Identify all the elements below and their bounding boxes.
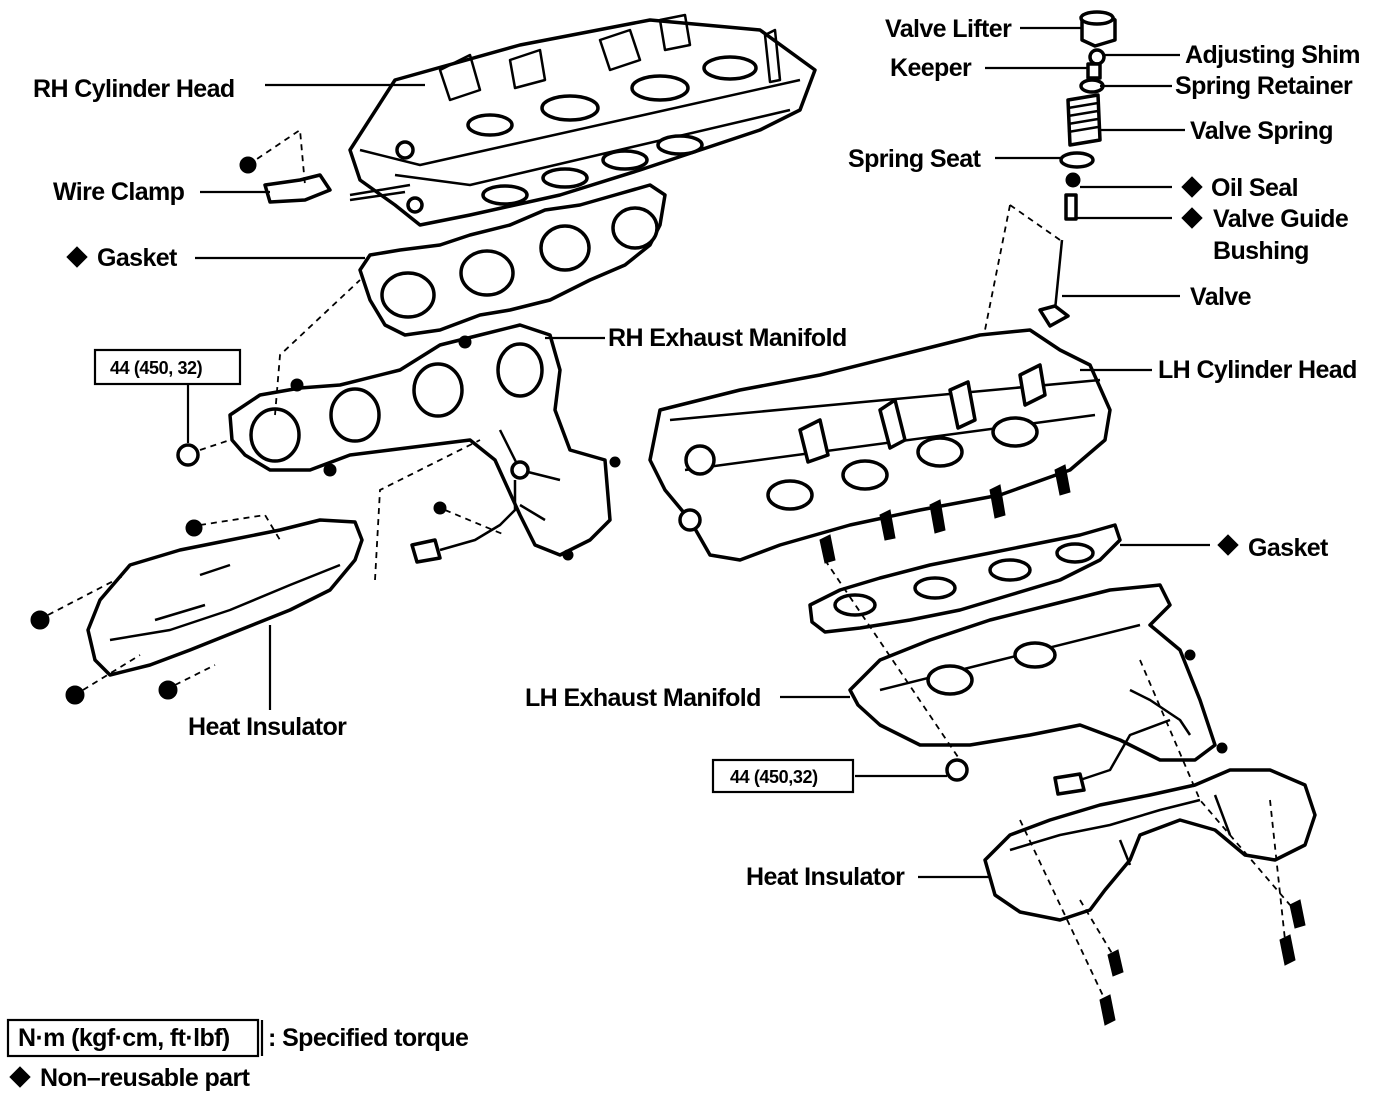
legend-torque-text: : Specified torque <box>268 1024 469 1052</box>
label-spring-seat: Spring Seat <box>848 145 982 173</box>
label-rh-cylinder-head: RH Cylinder Head <box>33 75 235 103</box>
legend: N·m (kgf·cm, ft·lbf) : Specified torque … <box>6 1018 470 1092</box>
legend-nonreusable-text: Non–reusable part <box>40 1064 251 1092</box>
label-spring-retainer: Spring Retainer <box>1175 72 1353 100</box>
diamond-icon <box>9 1066 31 1088</box>
torque-value-lh: 44 (450,32) <box>730 767 818 787</box>
diamond-icon <box>66 246 88 268</box>
valve-stack-drawing <box>984 10 1117 331</box>
label-gasket-rh: Gasket <box>97 244 178 272</box>
rh-cylinder-head-drawing <box>348 13 817 227</box>
legend-torque-box <box>6 1018 260 1058</box>
label-heat-insulator-lh: Heat Insulator <box>746 863 905 891</box>
lh-torque-nut-drawing <box>824 559 969 782</box>
label-valve-lifter: Valve Lifter <box>885 15 1012 43</box>
label-bushing: Bushing <box>1213 237 1309 265</box>
diamond-icon <box>1181 207 1203 229</box>
label-heat-insulator-rh: Heat Insulator <box>188 713 347 741</box>
torque-value-rh: 44 (450, 32) <box>110 358 203 378</box>
torque-box-lh <box>711 758 855 794</box>
legend-torque-units: N·m (kgf·cm, ft·lbf) <box>18 1024 230 1052</box>
lh-exhaust-manifold-drawing <box>848 583 1228 796</box>
lh-cylinder-head-drawing <box>648 328 1112 564</box>
lh-gasket-drawing <box>808 523 1122 634</box>
leader-lines <box>195 26 1210 879</box>
label-lh-exhaust-manifold: LH Exhaust Manifold <box>525 684 761 712</box>
wire-clamp-drawing <box>239 128 332 204</box>
diamond-icon <box>1217 534 1239 556</box>
label-rh-exhaust-manifold: RH Exhaust Manifold <box>608 324 847 352</box>
label-gasket-lh: Gasket <box>1248 534 1329 562</box>
label-adjusting-shim: Adjusting Shim <box>1185 41 1360 69</box>
rh-gasket-drawing <box>358 183 667 337</box>
label-valve-guide: Valve Guide <box>1213 205 1349 233</box>
label-oil-seal: Oil Seal <box>1211 174 1298 202</box>
diamond-icon <box>1181 176 1203 198</box>
label-valve-spring: Valve Spring <box>1190 117 1333 145</box>
label-lh-cylinder-head: LH Cylinder Head <box>1158 356 1357 384</box>
lh-heat-insulator-drawing <box>983 659 1317 1026</box>
rh-exhaust-manifold-drawing <box>228 323 621 564</box>
rh-torque-nut-drawing <box>176 279 361 467</box>
label-keeper: Keeper <box>890 54 972 82</box>
label-wire-clamp: Wire Clamp <box>53 178 185 206</box>
torque-box-rh <box>93 348 242 386</box>
rh-heat-insulator-drawing <box>30 439 481 705</box>
label-valve: Valve <box>1190 283 1252 311</box>
